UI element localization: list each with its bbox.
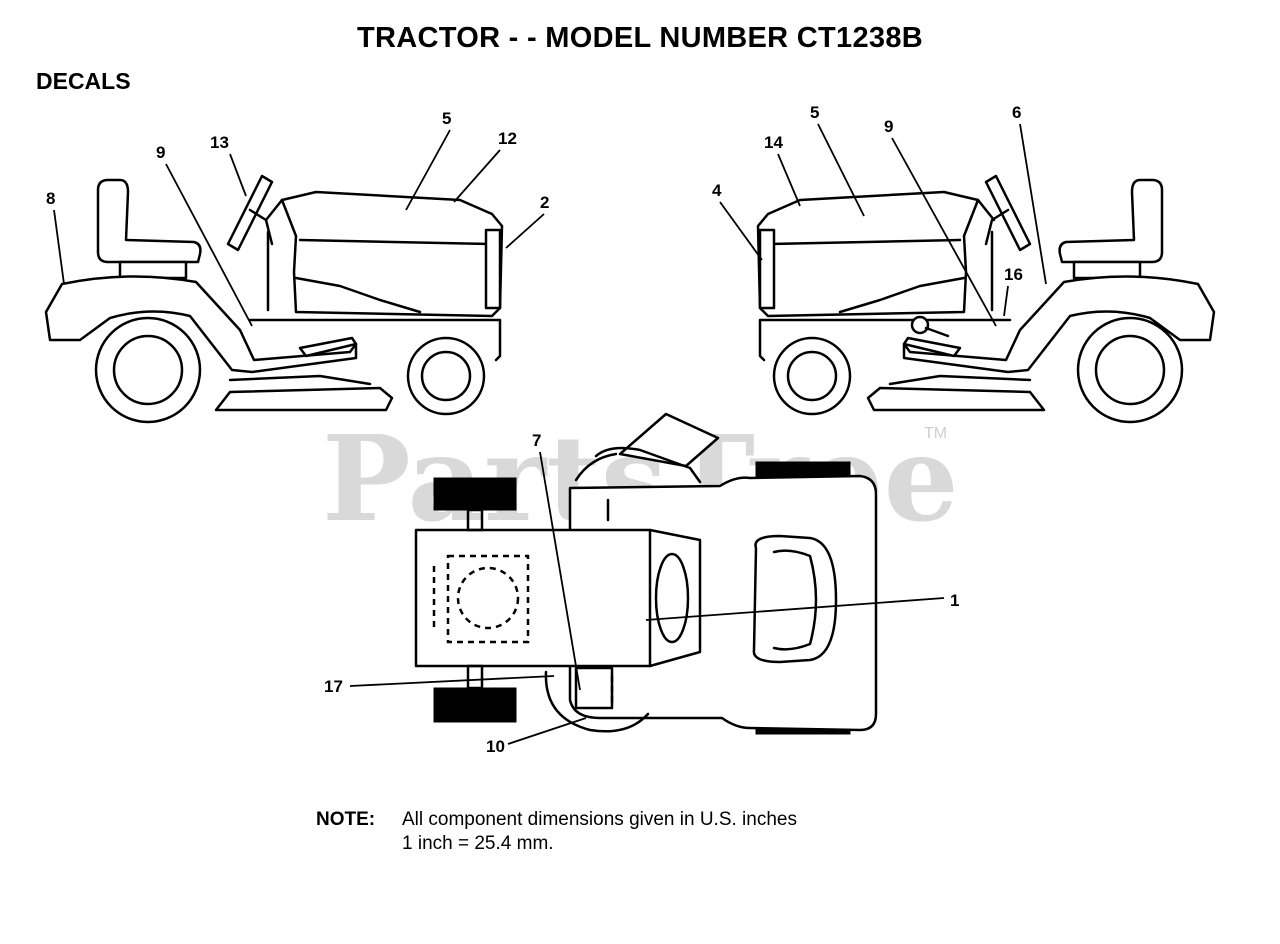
callout-8: 8 xyxy=(46,189,55,208)
callout-1: 1 xyxy=(950,591,959,610)
callout-12: 12 xyxy=(498,129,517,148)
front-tire-top xyxy=(433,477,517,511)
callout-14: 14 xyxy=(764,133,783,152)
callout-17: 17 xyxy=(324,677,343,696)
hood-right xyxy=(756,190,980,318)
callout-7: 7 xyxy=(532,431,541,450)
callout-6: 6 xyxy=(1012,103,1021,122)
section-label-decals: DECALS xyxy=(36,68,131,94)
tractor-right-side-view xyxy=(756,174,1216,424)
callout-5-right: 5 xyxy=(810,103,819,122)
callout-13: 13 xyxy=(210,133,229,152)
dash-panel xyxy=(654,552,690,644)
seat xyxy=(96,178,202,264)
callout-2: 2 xyxy=(540,193,549,212)
mower-deck-right xyxy=(866,386,1046,412)
watermark-trademark: TM xyxy=(924,425,947,442)
seat-right xyxy=(1058,178,1164,264)
page-title: TRACTOR - - MODEL NUMBER CT1238B xyxy=(356,22,923,54)
steering-wheel-right xyxy=(984,174,1032,252)
grille xyxy=(484,228,502,310)
tractor-top-view xyxy=(414,412,878,735)
callout-16: 16 xyxy=(1004,265,1023,284)
note-label: NOTE: xyxy=(316,809,376,830)
steering-wheel xyxy=(226,174,274,252)
note-line-2: 1 inch = 25.4 mm. xyxy=(402,833,554,854)
mower-deck xyxy=(214,386,394,412)
callout-9: 9 xyxy=(156,143,165,162)
tractor-left-side-view xyxy=(44,174,504,424)
seat-top xyxy=(752,534,838,664)
steering-wheel-top xyxy=(618,412,720,468)
callout-9-right: 9 xyxy=(884,117,893,136)
callout-5-left: 5 xyxy=(442,109,451,128)
note-line-1: All component dimensions given in U.S. i… xyxy=(402,809,797,830)
hood-top xyxy=(414,528,652,668)
callout-10: 10 xyxy=(486,737,505,756)
callout-4: 4 xyxy=(712,181,722,200)
front-tire-bottom xyxy=(433,687,517,723)
fuel-cap xyxy=(910,315,930,335)
hood xyxy=(280,190,504,318)
